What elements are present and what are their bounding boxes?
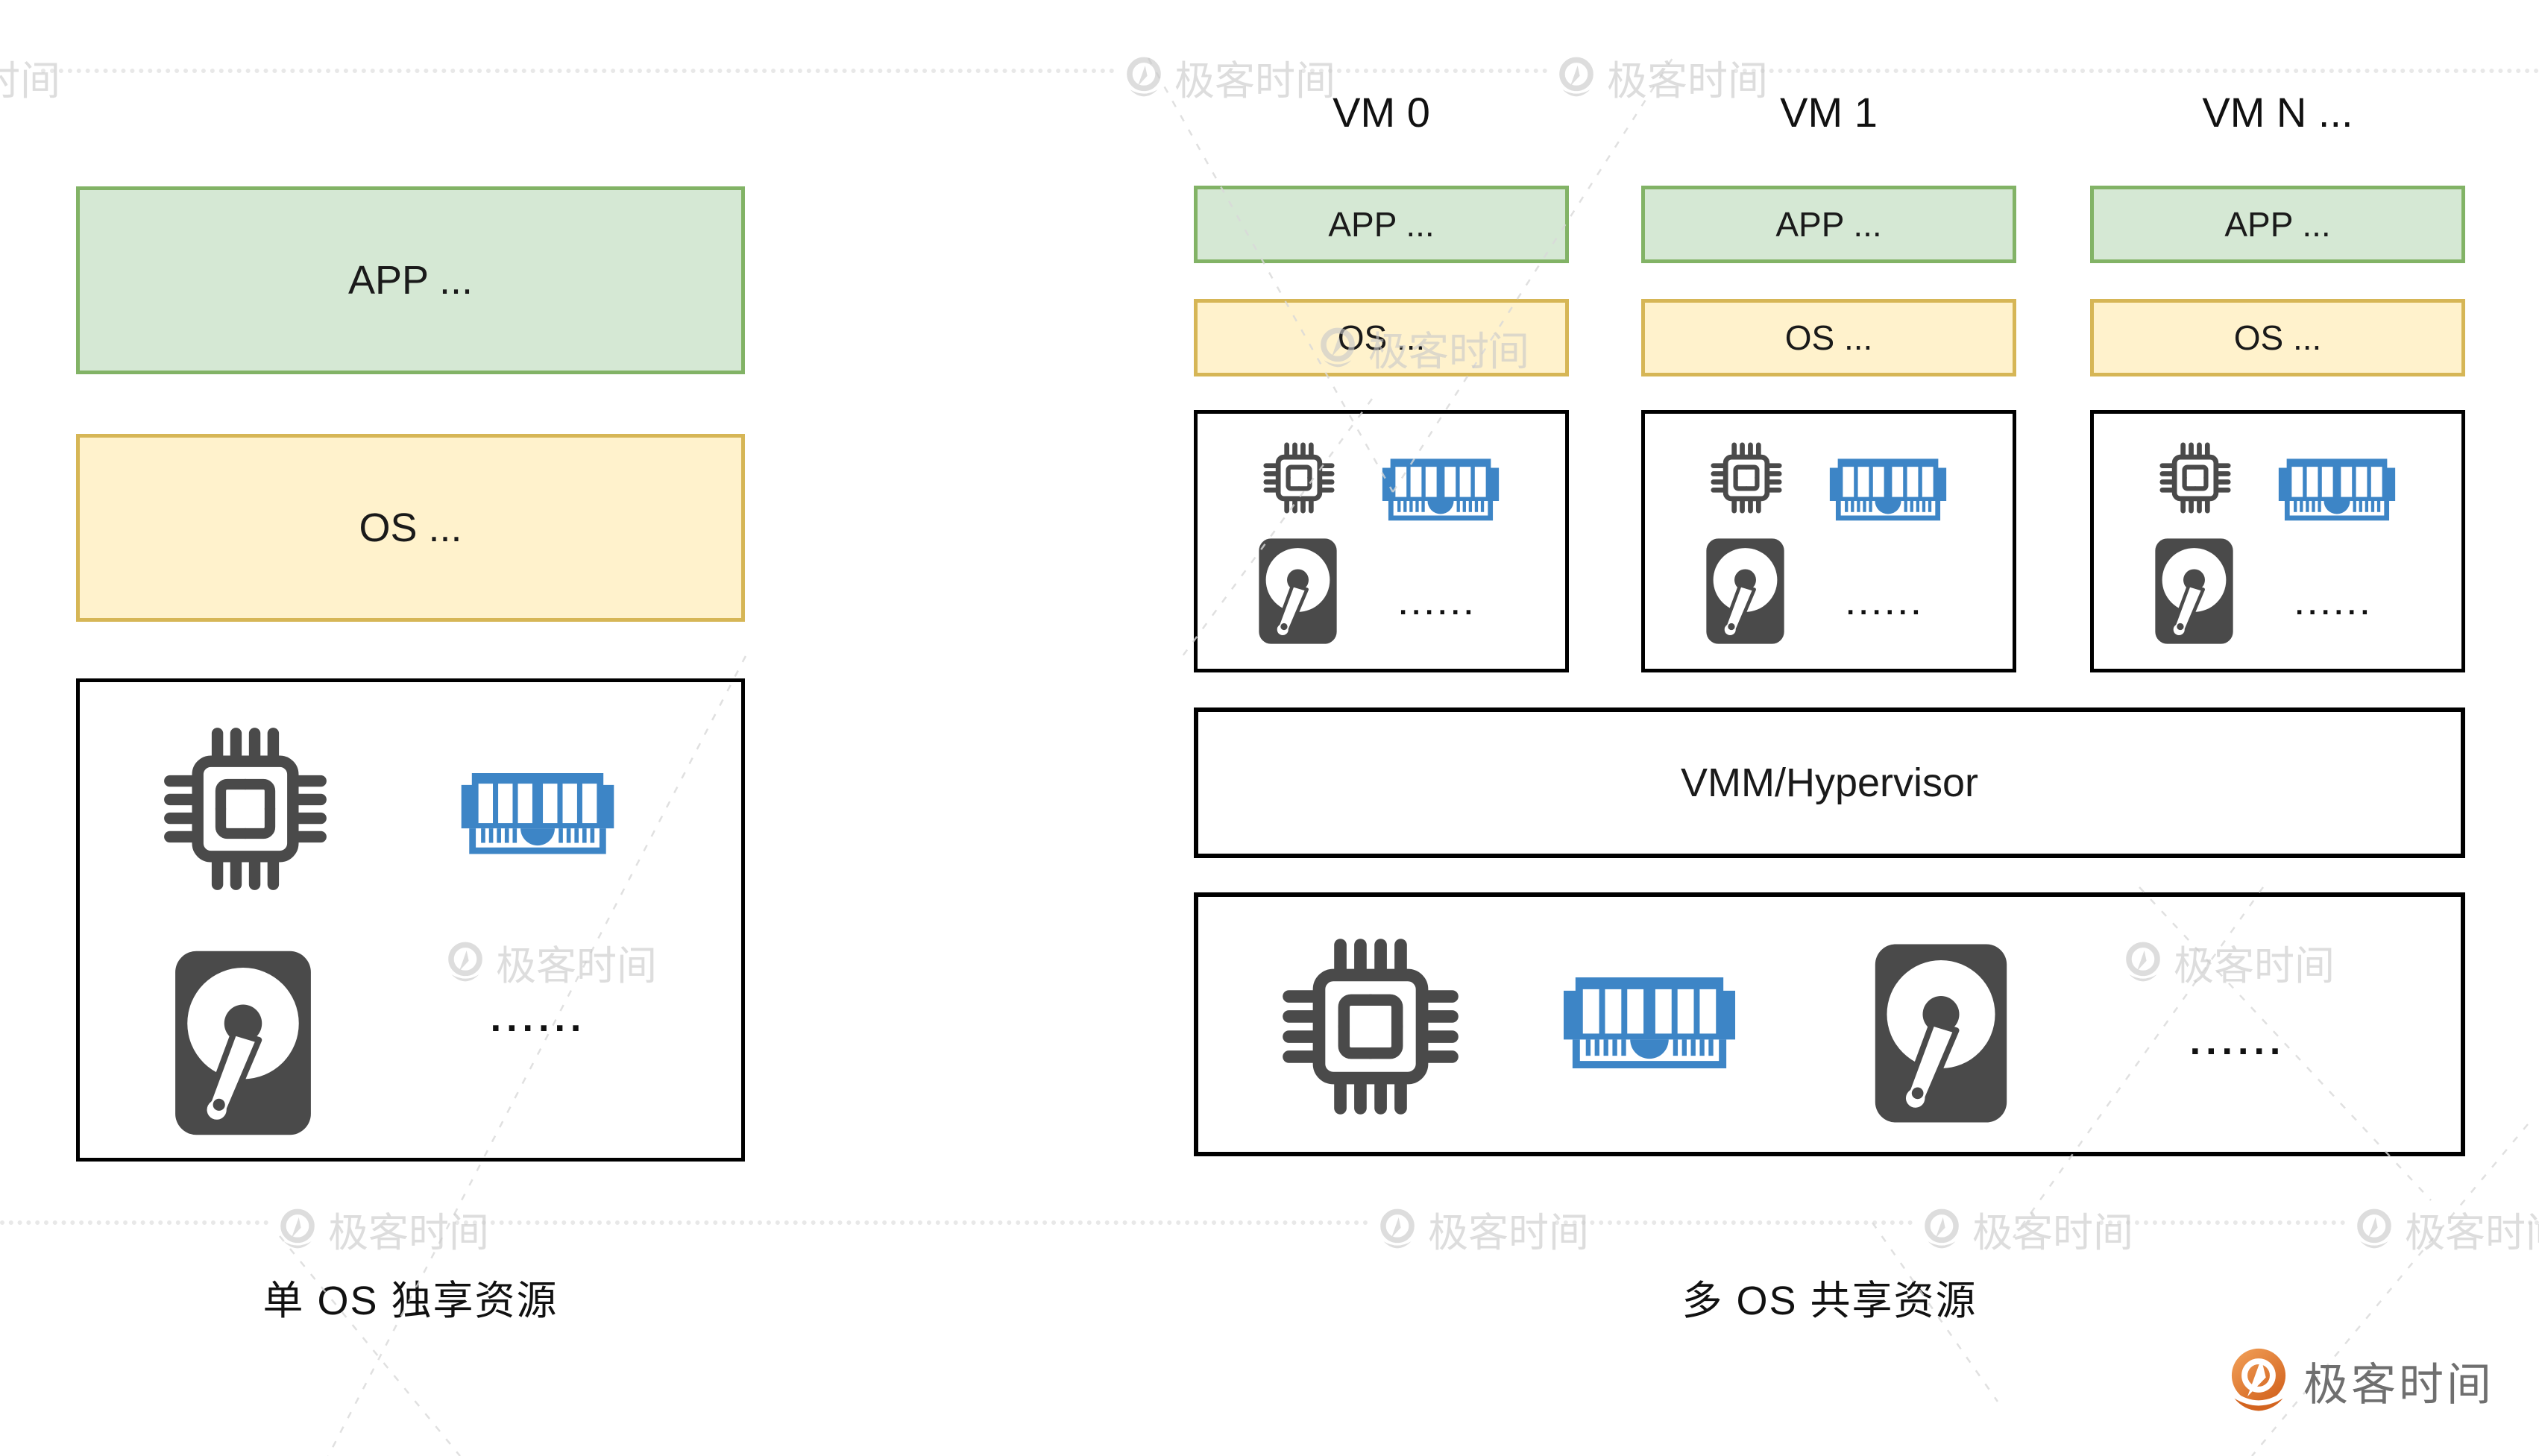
left-caption: 单 OS 独享资源 [262, 1279, 559, 1323]
vm0-hardware-dots: ...... [1399, 590, 1478, 621]
memory-ram-icon [459, 768, 617, 863]
left-os-box: OS ... [76, 434, 745, 622]
vmn-os-box: OS ... [2090, 299, 2465, 376]
vm1-os-label: OS ... [1784, 318, 1873, 357]
vm0-app-label: APP ... [1328, 205, 1435, 244]
vmn-app-label: APP ... [2224, 205, 2331, 244]
cpu-chip-icon [1263, 442, 1335, 514]
left-app-label: APP ... [347, 258, 473, 303]
vm0-os-label: OS ... [1337, 318, 1426, 357]
vmn-hardware-box: ...... [2090, 410, 2465, 672]
cpu-chip-icon [163, 727, 327, 891]
geektime-logo: 极客时间 [2226, 1346, 2494, 1415]
shared-hardware-dots: ...... [2189, 1020, 2286, 1063]
geektime-watermark-icon [1920, 1207, 1963, 1252]
geektime-watermark: 极客时间 [0, 59, 60, 104]
vmn-hardware-dots: ...... [2295, 590, 2374, 621]
cpu-chip-icon [1711, 442, 1782, 514]
hard-disk-icon [1702, 537, 1789, 646]
vm0-hardware-box: ...... [1194, 410, 1569, 672]
geektime-watermark: 极客时间 [1376, 1200, 1589, 1258]
geektime-logo-icon [2226, 1346, 2291, 1415]
vm0-app-box: APP ... [1194, 186, 1569, 263]
vm0-os-box: OS ... [1194, 299, 1569, 376]
left-app-box: APP ... [76, 186, 745, 374]
vmn-app-box: APP ... [2090, 186, 2465, 263]
watermark-dotted-line [2528, 1220, 2539, 1225]
memory-ram-icon [2277, 455, 2397, 527]
watermark-dotted-line [41, 69, 1115, 73]
geektime-watermark: 极客时间 [1920, 1200, 2133, 1258]
memory-ram-icon [1561, 971, 1738, 1078]
vmn-title: VM N ... [2202, 89, 2353, 136]
vm1-title: VM 1 [1780, 89, 1878, 136]
geektime-watermark: 极客时间 [2353, 1200, 2539, 1258]
vmn-os-label: OS ... [2233, 318, 2322, 357]
geektime-watermark-icon [1122, 55, 1165, 100]
vm1-os-box: OS ... [1641, 299, 2016, 376]
memory-ram-icon [1828, 455, 1948, 527]
watermark-dotted-line [2099, 1220, 2345, 1225]
vm1-app-box: APP ... [1641, 186, 2016, 263]
geektime-logo-text: 极客时间 [2303, 1359, 2494, 1410]
vm1-hardware-box: ...... [1641, 410, 2016, 672]
right-caption: 多 OS 共享资源 [1681, 1279, 1978, 1323]
shared-hardware-box: ...... [1194, 892, 2465, 1156]
cpu-chip-icon [1282, 938, 1459, 1115]
geektime-watermark-icon [1376, 1207, 1419, 1252]
geektime-watermark: 极客时间 [276, 1200, 489, 1258]
vm0-title: VM 0 [1333, 89, 1430, 136]
watermark-dotted-line [1734, 69, 2539, 73]
watermark-dotted-line [0, 1220, 268, 1225]
hard-disk-icon [2151, 537, 2238, 646]
geektime-watermark-icon [276, 1207, 319, 1252]
hard-disk-icon [1868, 936, 2014, 1131]
left-os-label: OS ... [359, 505, 462, 550]
geektime-watermark-icon [2353, 1207, 2396, 1252]
hard-disk-icon [168, 943, 318, 1143]
watermark-dotted-line [1301, 69, 1547, 73]
hard-disk-icon [1254, 537, 1341, 646]
left-hardware-box: ...... [76, 678, 745, 1162]
vmm-label: VMM/Hypervisor [1680, 760, 1979, 805]
memory-ram-icon [1380, 455, 1501, 527]
vm1-hardware-dots: ...... [1846, 590, 1925, 621]
left-hardware-dots: ...... [490, 997, 587, 1040]
watermark-dotted-line [1555, 1220, 1913, 1225]
cpu-chip-icon [2159, 442, 2231, 514]
vm1-app-label: APP ... [1775, 205, 1882, 244]
watermark-dotted-line [455, 1220, 1368, 1225]
vmm-hypervisor-box: VMM/Hypervisor [1194, 707, 2465, 858]
